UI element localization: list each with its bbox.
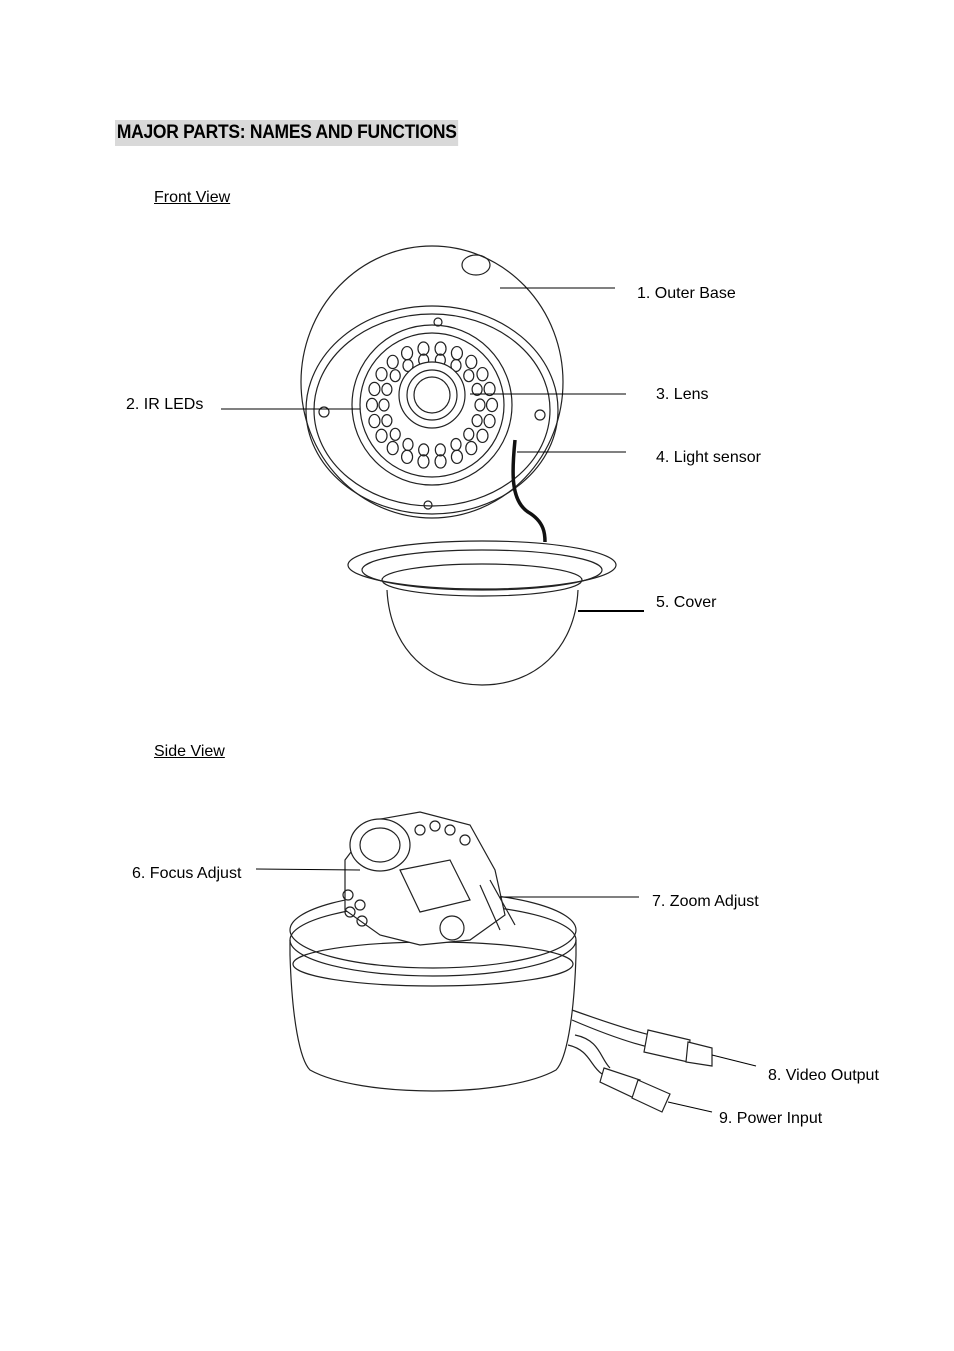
ir-led xyxy=(471,413,483,428)
ir-led xyxy=(375,366,388,382)
page-heading: MAJOR PARTS: NAMES AND FUNCTIONS xyxy=(115,120,459,146)
ir-led xyxy=(465,354,478,370)
ir-led xyxy=(368,381,381,397)
ir-led xyxy=(485,397,499,413)
ir-led xyxy=(378,398,390,412)
ir-led xyxy=(471,382,483,397)
label-outer-base: 1. Outer Base xyxy=(637,285,736,302)
ir-led xyxy=(386,354,399,370)
ir-led xyxy=(434,454,447,469)
front-view-title: Front View xyxy=(154,189,231,206)
ir-led xyxy=(483,413,496,429)
ir-led xyxy=(463,369,475,383)
ir-led xyxy=(368,413,381,429)
ir-led xyxy=(463,427,475,441)
leader-video-output xyxy=(711,1054,757,1067)
label-power-input: 9. Power Input xyxy=(719,1110,823,1127)
label-ir-leds: 2. IR LEDs xyxy=(126,396,204,413)
ir-led xyxy=(434,341,447,356)
leader-focus-adjust xyxy=(255,868,361,871)
ir-led xyxy=(389,427,401,441)
ir-led xyxy=(418,443,430,457)
label-zoom-adjust: 7. Zoom Adjust xyxy=(652,893,759,910)
ir-led xyxy=(483,381,496,397)
ir-led xyxy=(417,454,430,469)
ir-led xyxy=(375,428,388,444)
label-cover: 5. Cover xyxy=(656,594,717,611)
ir-led xyxy=(476,366,489,382)
ir-led xyxy=(386,440,399,456)
ir-led xyxy=(465,440,478,456)
label-video-output: 8. Video Output xyxy=(768,1067,879,1084)
ir-led xyxy=(450,437,462,452)
label-focus-adjust: 6. Focus Adjust xyxy=(132,865,242,882)
ir-led xyxy=(389,369,401,383)
label-light-sensor: 4. Light sensor xyxy=(656,449,761,466)
ir-led xyxy=(365,397,379,413)
ir-led xyxy=(476,428,489,444)
ir-led xyxy=(402,437,414,452)
ir-led xyxy=(434,443,446,457)
ir-led xyxy=(474,398,486,412)
ir-led xyxy=(417,341,430,356)
ir-led xyxy=(381,382,393,397)
leader-power-input xyxy=(667,1101,713,1113)
side-view-title: Side View xyxy=(154,743,225,760)
ir-led xyxy=(381,413,393,428)
label-lens: 3. Lens xyxy=(656,386,709,403)
